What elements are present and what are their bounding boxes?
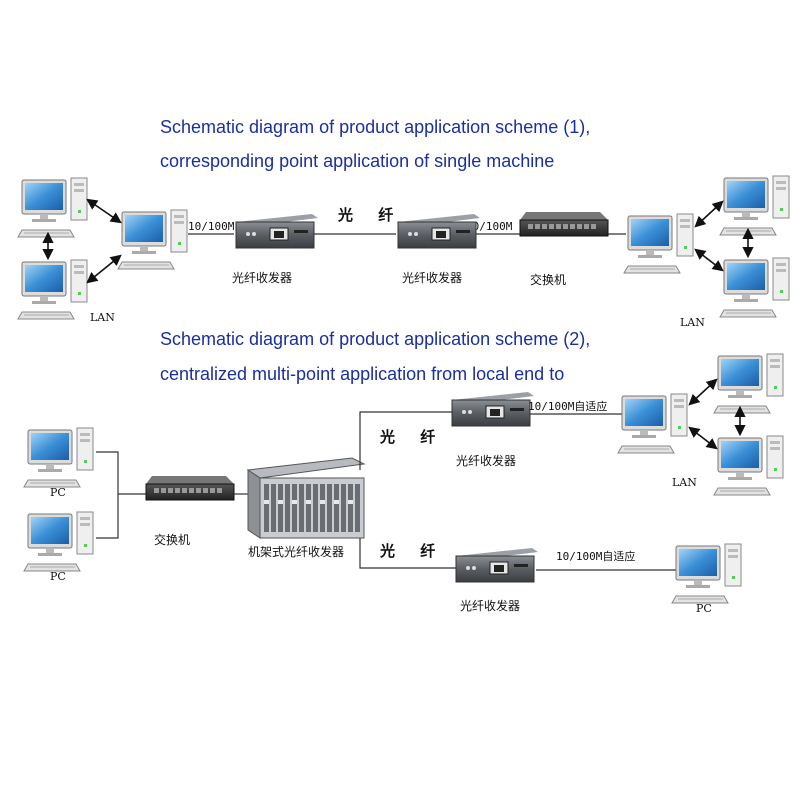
lan-label: LAN — [680, 316, 705, 329]
fiber-label: 光 纤 — [379, 542, 445, 560]
switch-icon — [145, 475, 235, 501]
speed-label: 10/100M自适应 — [556, 549, 635, 563]
computer-icon — [623, 213, 694, 274]
fiber-label: 光 纤 — [379, 428, 445, 446]
fiber-converter-icon — [455, 547, 539, 583]
bidirectional-arrow — [688, 426, 718, 450]
fiber-converter-icon — [451, 391, 535, 427]
pc-label: PC — [50, 570, 66, 583]
speed-label-right: 10/100M — [466, 220, 513, 233]
bidirectional-arrow — [694, 200, 724, 228]
bidirectional-arrow — [688, 378, 718, 406]
pc-label: PC — [696, 602, 712, 615]
speed-label: 10/100M自适应 — [528, 399, 607, 413]
lan-label: LAN — [672, 476, 697, 489]
computer-icon — [23, 511, 94, 572]
converter-label: 光纤收发器 — [232, 270, 292, 285]
computer-icon — [17, 259, 88, 320]
computer-icon — [117, 209, 188, 270]
computer-icon — [617, 393, 688, 454]
switch-label: 交换机 — [530, 272, 566, 287]
scheme1-title-line1: Schematic diagram of product application… — [160, 117, 590, 137]
computer-icon — [17, 177, 88, 238]
lan-label: LAN — [90, 311, 115, 324]
fiber-cable — [359, 411, 452, 470]
rack-converter-icon — [246, 457, 366, 539]
computer-icon — [671, 543, 742, 604]
scheme2-title-line2: centralized multi-point application from… — [160, 364, 564, 384]
fiber-label: 光 纤 — [337, 206, 403, 224]
scheme2-title-line1: Schematic diagram of product application… — [160, 329, 590, 349]
fiber-cable — [359, 538, 456, 569]
converter-label: 光纤收发器 — [456, 453, 516, 468]
switch-label: 交换机 — [154, 532, 190, 547]
fiber-converter-icon — [235, 213, 319, 249]
lan-cable — [96, 451, 119, 539]
computer-icon — [713, 353, 784, 414]
fiber-converter-icon — [397, 213, 481, 249]
bidirectional-arrow — [86, 254, 122, 284]
converter-label: 光纤收发器 — [402, 270, 462, 285]
switch-icon — [519, 211, 609, 237]
scheme1-title-line2: corresponding point application of singl… — [160, 151, 554, 171]
computer-icon — [23, 427, 94, 488]
computer-icon — [719, 257, 790, 318]
computer-icon — [713, 435, 784, 496]
converter-label: 光纤收发器 — [460, 598, 520, 613]
pc-label: PC — [50, 486, 66, 499]
speed-label-left: 10/100M — [188, 220, 235, 233]
bidirectional-arrow — [86, 198, 122, 224]
computer-icon — [719, 175, 790, 236]
rack-label: 机架式光纤收发器 — [248, 544, 344, 559]
bidirectional-arrow — [694, 248, 724, 272]
